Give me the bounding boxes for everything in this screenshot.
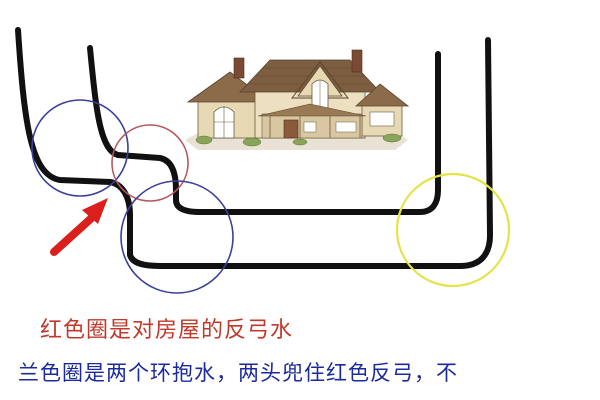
red-circle-caption: 红色圈是对房屋的反弓水 (40, 318, 294, 343)
red-arrow-icon (50, 198, 108, 256)
yellow-circle (395, 172, 511, 288)
house-illustration (185, 49, 410, 150)
blue-circle-left (31, 99, 129, 197)
red-circle (111, 124, 189, 202)
blue-circle-caption: 兰色圈是两个环抱水，两头兜住红色反弓，不 (18, 361, 458, 385)
blue-circle-right (120, 180, 234, 294)
